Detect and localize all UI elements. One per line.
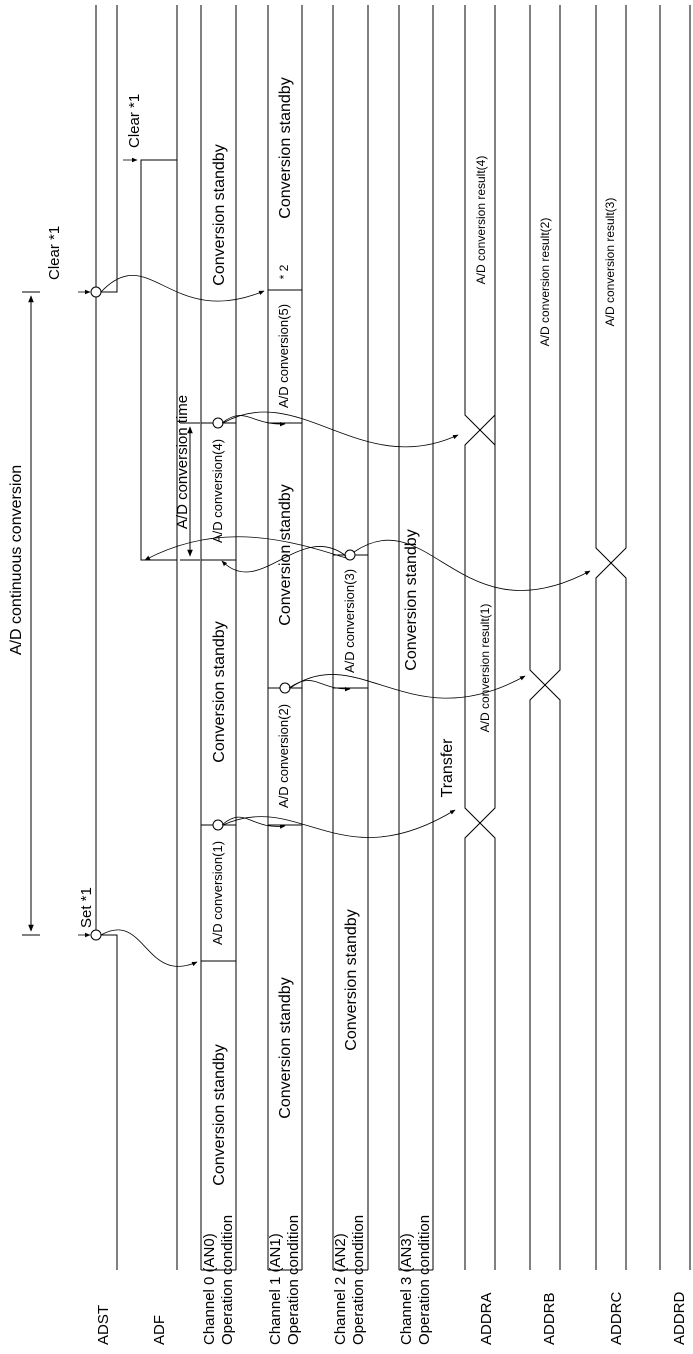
channel0-waveform: Conversion standby A/D conversion(1) Con… (200, 5, 237, 1271)
ch0-conv4: A/D conversion(4) (210, 439, 225, 543)
result2-label: A/D conversion result(2) (538, 218, 552, 347)
ch0-standby-2: Conversion standby (211, 621, 228, 762)
conv-time-label: A/D conversion time (174, 395, 191, 529)
label-ch2-line2: Operation condition (350, 1215, 367, 1345)
label-ch3-line2: Operation condition (416, 1215, 433, 1345)
label-ch3-line1: Channel 3 (AN3) (398, 1233, 415, 1345)
ch0-standby-1: Conversion standby (211, 1044, 228, 1185)
causal-arrows (100, 274, 591, 967)
ch0-conv1: A/D conversion(1) (210, 841, 225, 945)
result1-label: A/D conversion result(1) (478, 604, 492, 733)
register-lanes: A/D conversion result(1) A/D conversion … (403, 5, 691, 1270)
signal-labels: ADST ADF Channel 0 (AN0) Operation condi… (95, 1215, 688, 1345)
clear-label-2: Clear *1 (126, 94, 143, 148)
result3-label: A/D conversion result(3) (603, 198, 617, 327)
ch2-conv3: A/D conversion(3) (342, 569, 357, 673)
ch1-standby-2: Conversion standby (277, 484, 294, 625)
ch1-conv2: A/D conversion(2) (276, 704, 291, 808)
label-ch2-line1: Channel 2 (AN2) (332, 1233, 349, 1345)
transfer-label: Transfer (439, 738, 456, 798)
label-adst: ADST (95, 1305, 112, 1345)
channel1-waveform: Conversion standby A/D conversion(2) Con… (267, 5, 303, 1271)
adf-waveform: Clear *1 (123, 5, 178, 1270)
ch3-standby-label: Conversion standby (403, 529, 420, 670)
label-ch0-line2: Operation condition (219, 1215, 236, 1345)
label-addrc: ADDRC (608, 1291, 625, 1345)
ch1-conv5: A/D conversion(5) (276, 304, 291, 408)
ch1-standby-1: Conversion standby (277, 977, 294, 1118)
set-label: Set *1 (78, 887, 95, 928)
channel3-waveform (398, 5, 434, 1271)
label-addrd: ADDRD (671, 1291, 688, 1345)
label-adf: ADF (151, 1315, 168, 1345)
label-addra: ADDRA (478, 1292, 495, 1345)
ch1-note2: * 2 (277, 264, 291, 279)
label-ch0-line1: Channel 0 (AN0) (201, 1233, 218, 1345)
clear-label-1: Clear *1 (46, 226, 63, 280)
continuous-label: A/D continuous conversion (8, 465, 25, 655)
channel2-waveform: Conversion standby A/D conversion(3) (332, 5, 369, 1271)
continuous-span: A/D continuous conversion (8, 291, 40, 936)
ch1-standby-3: Conversion standby (277, 77, 294, 218)
label-addrb: ADDRB (541, 1292, 558, 1345)
conversion-time-span: A/D conversion time (174, 395, 200, 561)
label-ch1-line1: Channel 1 (AN1) (267, 1233, 284, 1345)
adst-waveform: Set *1 Clear *1 (46, 5, 118, 1270)
ch2-standby-1: Conversion standby (343, 909, 360, 1050)
ch0-standby-3: Conversion standby (211, 144, 228, 285)
label-ch1-line2: Operation condition (285, 1215, 302, 1345)
result4-label: A/D conversion result(4) (474, 156, 488, 285)
